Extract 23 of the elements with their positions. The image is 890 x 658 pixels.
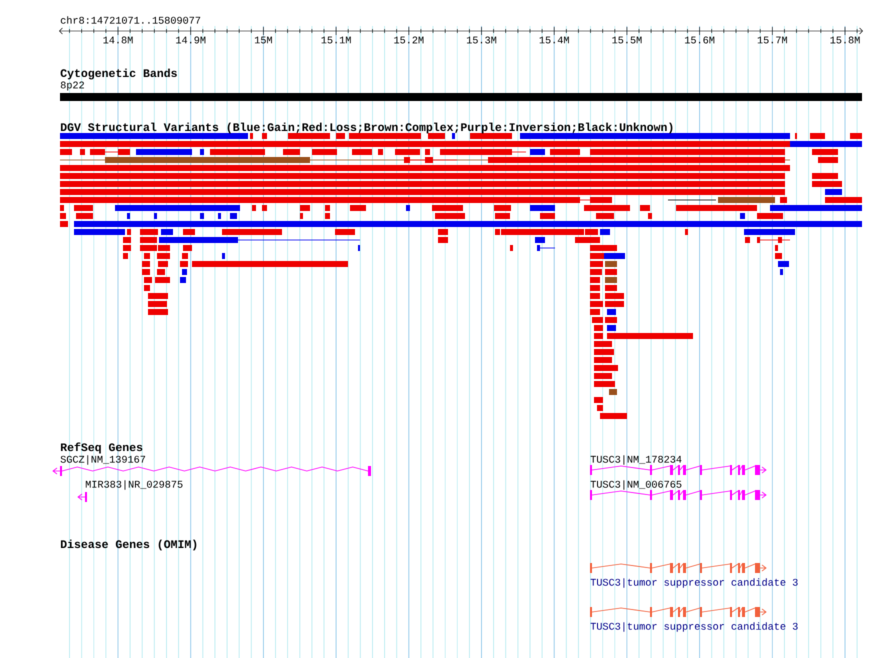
tick-label: 15.4M: [540, 36, 569, 44]
tick-label: 15.8M: [830, 36, 860, 44]
track-title: RefSeq Genes: [60, 442, 142, 454]
label: TUSC3|NM_006765: [590, 480, 682, 490]
label: 8p22: [60, 82, 84, 90]
gene-label: TUSC3|tumor suppressor candidate 3: [590, 622, 798, 632]
tick-label: 15.3M: [466, 36, 496, 44]
tick-label: 15.2M: [394, 36, 424, 44]
coordinate-label: chr8:14721071..15809077: [60, 16, 200, 24]
track-title: Cytogenetic Bands: [60, 68, 177, 80]
tick-label: 15M: [254, 36, 272, 44]
tick-label: 15.7M: [758, 36, 787, 44]
tick-label: 15.5M: [612, 36, 642, 44]
tick-label: 15.1M: [322, 36, 351, 44]
track-title: Disease Genes (OMIM): [60, 540, 196, 550]
tick-label: 15.6M: [685, 36, 714, 44]
gene-label: TUSC3|tumor suppressor candidate 3: [590, 578, 798, 588]
label: TUSC3|NM_178234: [590, 455, 682, 465]
label: MIR383|NR_029875: [86, 480, 182, 490]
tick-label: 14.9M: [176, 36, 206, 44]
label: SGCZ|NM_139167: [60, 455, 146, 465]
tick-label: 14.8M: [103, 36, 133, 44]
track-title: DGV Structural Variants (Blue:Gain;Red:Loss;Brown:Complex;Purple:Inversion;Black:Unknown): [60, 122, 672, 134]
